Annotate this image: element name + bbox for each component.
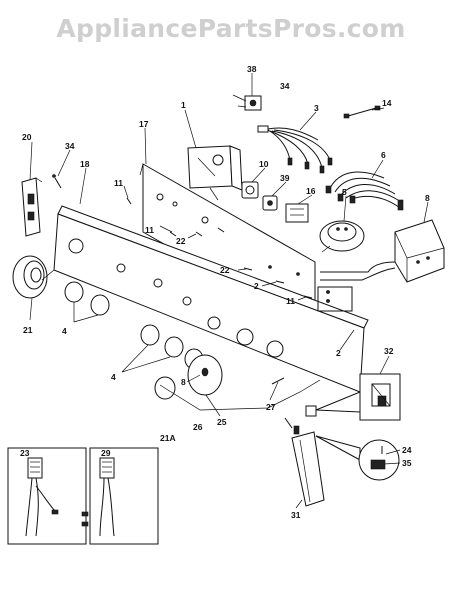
switch-part-16: [285, 203, 309, 223]
knobs-part-4-right: [140, 324, 204, 370]
callout-11-right: 11: [286, 296, 295, 306]
watermark: AppliancePartsPros.com: [56, 14, 406, 43]
callout-31: 31: [291, 510, 301, 520]
detail-callout-24: [315, 435, 400, 481]
callout-17: 17: [139, 119, 149, 129]
callout-11-top: 11: [114, 178, 123, 188]
callout-34-left: 34: [65, 141, 75, 151]
inset-harness-29: [81, 447, 159, 545]
callout-27: 27: [266, 402, 276, 412]
callout-22-right: 22: [220, 265, 230, 275]
wire-harness-3: [257, 125, 333, 174]
callout-21: 21: [23, 325, 33, 335]
knob-part-21: [12, 255, 48, 299]
callout-2-right: 2: [336, 348, 341, 358]
callout-4-left: 4: [62, 326, 67, 336]
detail-callout-32: [315, 373, 401, 421]
harness-outline-21a: [41, 269, 321, 411]
callout-11-mid: 11: [145, 225, 154, 235]
callout-6: 6: [381, 150, 386, 160]
bracket-part-31: [284, 405, 325, 507]
callout-34-top: 34: [280, 81, 290, 91]
leader-lines: [29, 73, 429, 509]
bracket-part-20: [21, 177, 43, 237]
screws: [126, 197, 313, 299]
screw-part-34: [52, 174, 62, 189]
callout-8: 8: [425, 193, 430, 203]
knobs-part-4-left: [64, 281, 110, 316]
pressure-switch-part-5: [319, 220, 365, 253]
callout-8-dial: 8: [181, 377, 186, 387]
callout-22-left: 22: [176, 236, 186, 246]
motor-part-38: [232, 94, 262, 111]
callout-38: 38: [247, 64, 257, 74]
callout-5: 5: [342, 187, 347, 197]
callout-29: 29: [101, 448, 111, 458]
callout-26: 26: [193, 422, 203, 432]
callout-21a: 21A: [160, 433, 176, 443]
callout-3: 3: [314, 103, 319, 113]
callout-14: 14: [382, 98, 392, 108]
screw-part-27: [271, 377, 285, 385]
timer-part-1: [187, 145, 243, 201]
callout-20: 20: [22, 132, 32, 142]
callout-1: 1: [181, 100, 186, 110]
wire-harness-6: [325, 171, 404, 211]
jumper-part-14: [343, 105, 381, 119]
callout-24: 24: [402, 445, 412, 455]
callout-4-right: 4: [111, 372, 116, 382]
switch-part-39: [262, 195, 278, 211]
callout-10: 10: [259, 159, 269, 169]
callout-23: 23: [20, 448, 30, 458]
callout-35: 35: [402, 458, 412, 468]
callout-2-mid: 2: [254, 281, 259, 291]
inset-harness-23: [7, 447, 87, 545]
callout-18: 18: [80, 159, 90, 169]
switch-part-10: [241, 181, 259, 199]
callout-39: 39: [280, 173, 290, 183]
dial-part-25: [187, 354, 223, 396]
callout-32: 32: [384, 346, 394, 356]
callout-25: 25: [217, 417, 227, 427]
callout-labels: 1 38 34 3 14 6 8 10 39 16 5 17 20 34 18 …: [20, 64, 430, 520]
terminal-block-part-8: [320, 219, 445, 283]
callout-16: 16: [306, 186, 316, 196]
front-console-panel: [53, 205, 369, 393]
